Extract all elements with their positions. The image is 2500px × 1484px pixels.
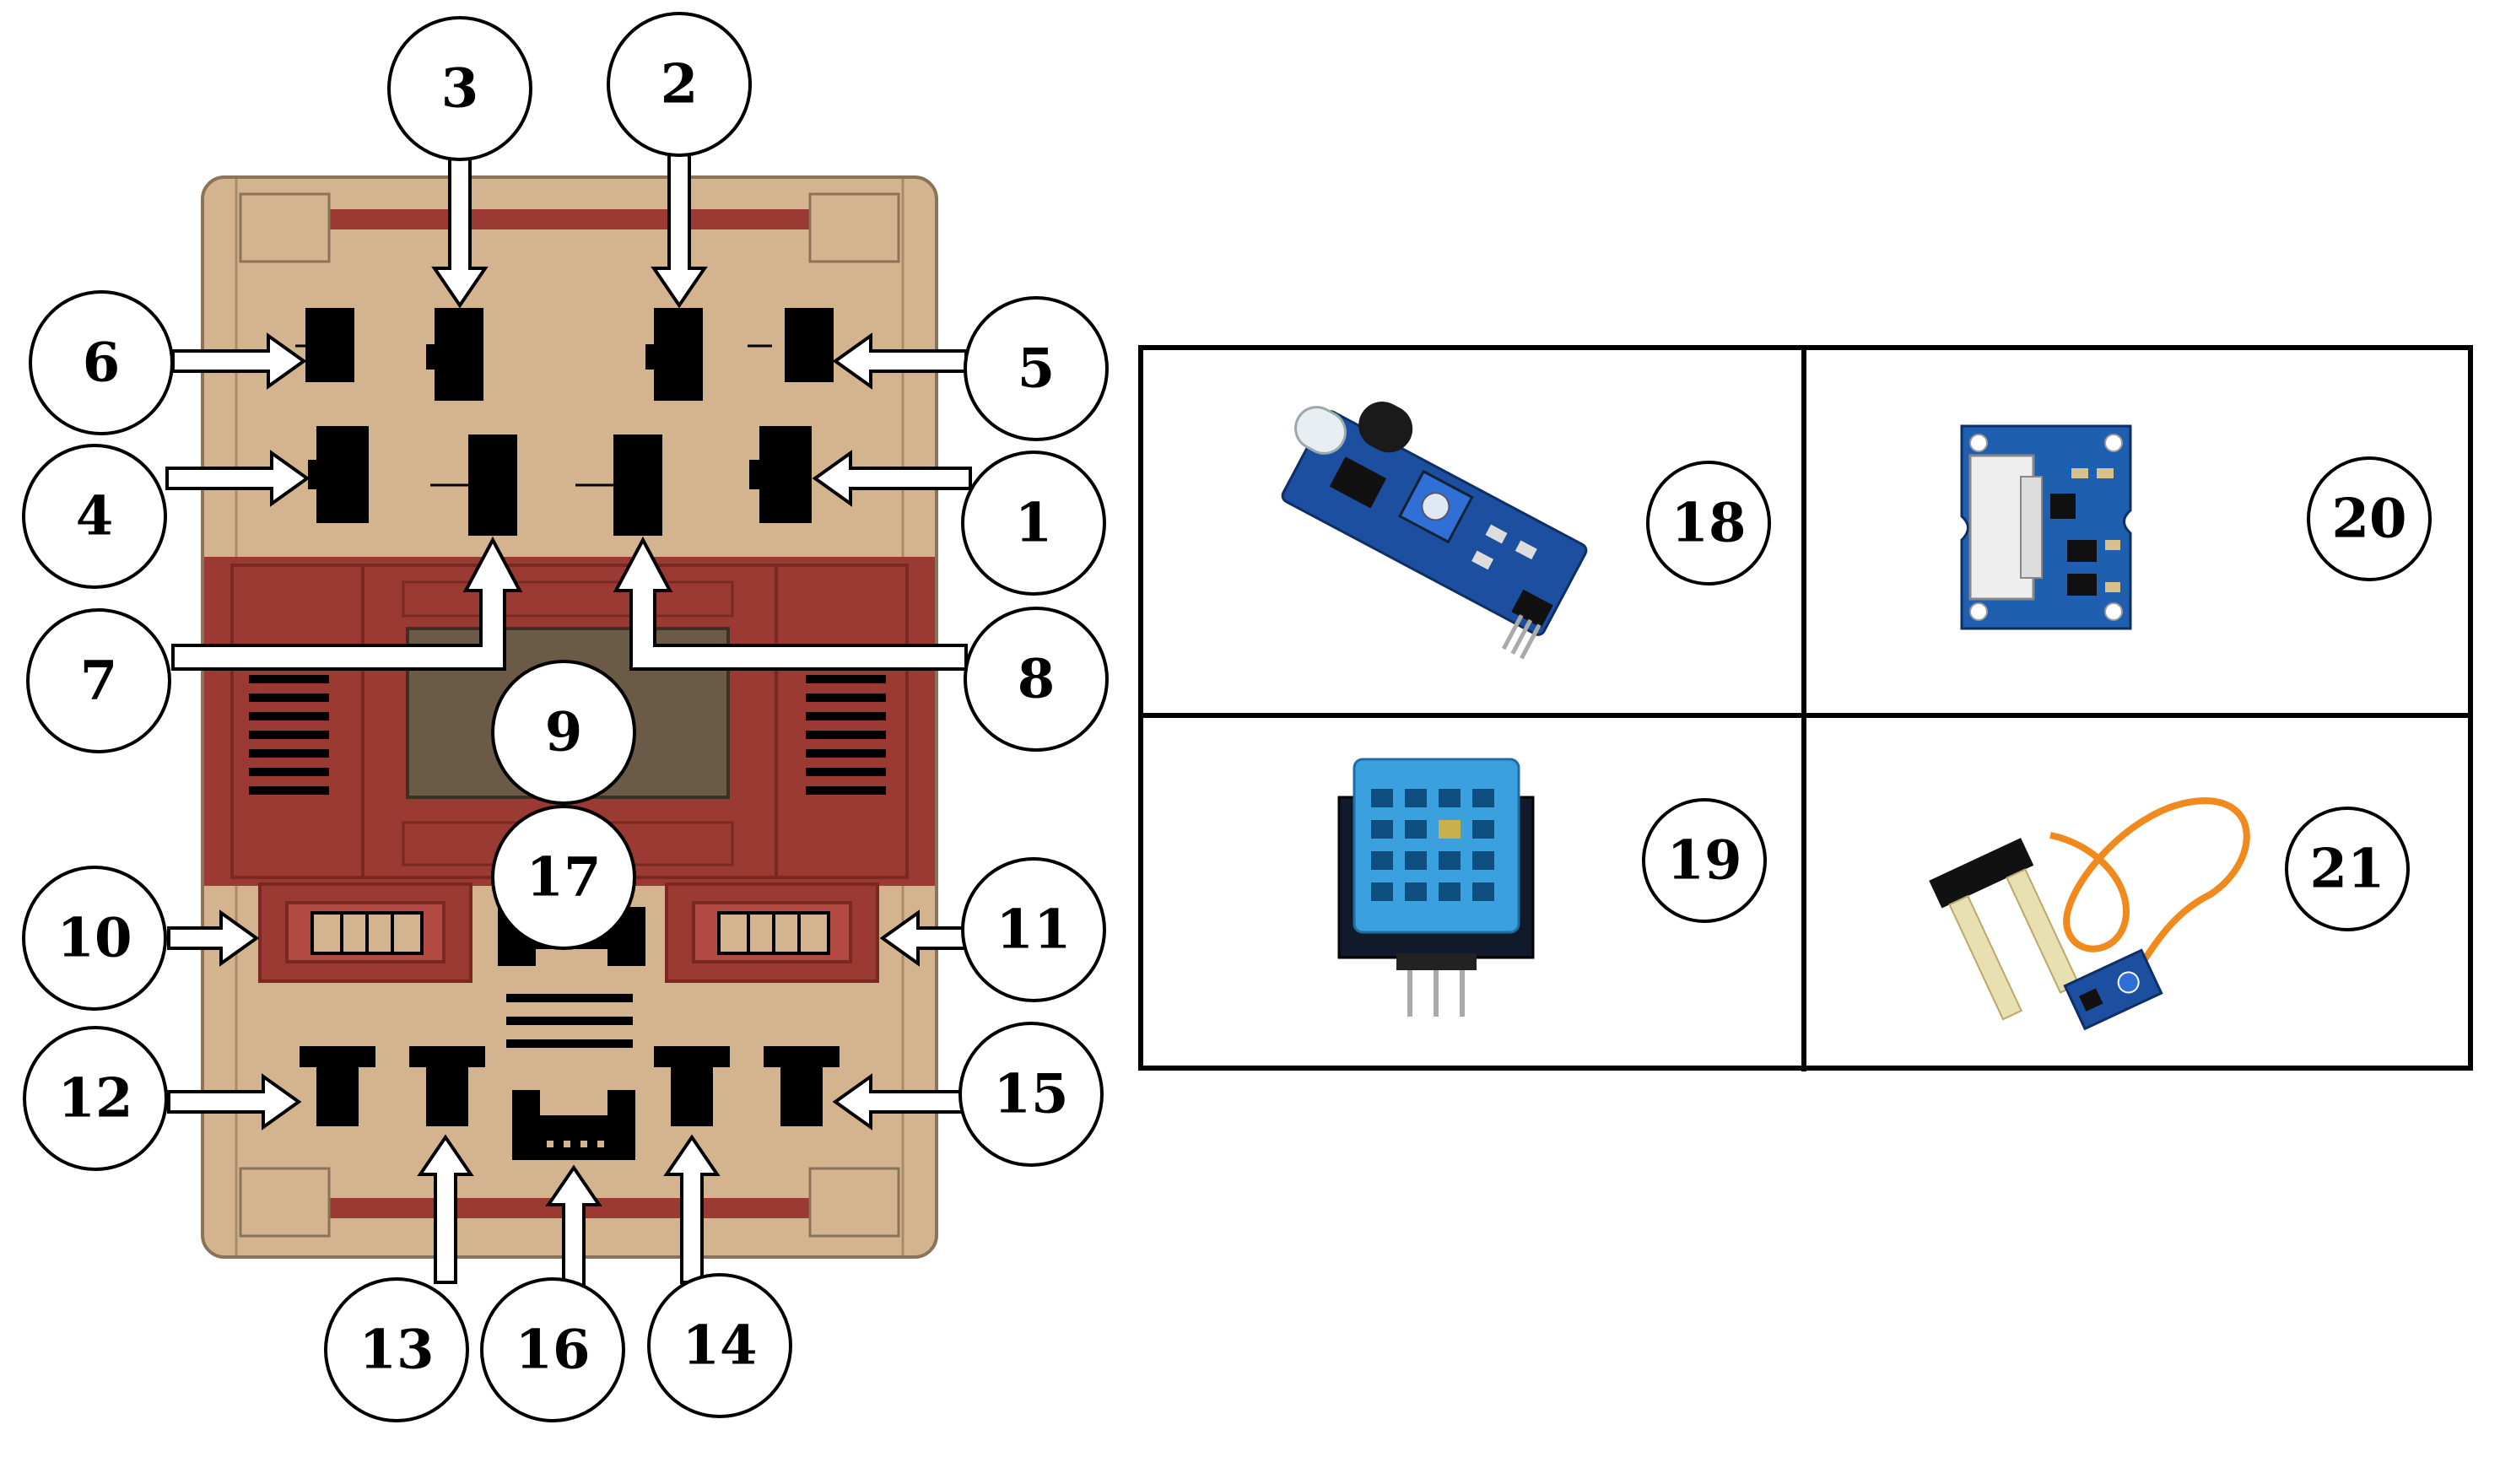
- svg-text:13: 13: [359, 1319, 434, 1382]
- callout-1: 1: [961, 451, 1106, 596]
- callout-4: 4: [22, 444, 167, 589]
- callout-2: 2: [607, 12, 752, 157]
- connector-2: [654, 308, 703, 401]
- arrow-1: [812, 450, 972, 507]
- svg-text:12: 12: [57, 1067, 132, 1131]
- light-sensor-module-icon: [1960, 424, 2132, 630]
- callout-20: 20: [2307, 456, 2432, 581]
- connector-4: [316, 426, 369, 523]
- left-vent: [249, 675, 329, 795]
- connector-6: [305, 308, 354, 382]
- connector-7: [468, 434, 517, 536]
- svg-text:6: 6: [83, 332, 121, 395]
- arrow-2: [651, 150, 708, 309]
- connector-3: [435, 308, 483, 401]
- callout-6: 6: [29, 290, 174, 435]
- callout-16: 16: [480, 1277, 625, 1422]
- svg-text:7: 7: [80, 650, 118, 713]
- callout-14: 14: [647, 1273, 792, 1418]
- connector-13: [409, 1046, 485, 1126]
- arrow-10: [167, 909, 260, 967]
- dht11-sensor-icon: [1337, 758, 1535, 1017]
- connector-12: [300, 1046, 375, 1126]
- callout-13: 13: [324, 1277, 469, 1422]
- arrow-5: [832, 332, 968, 390]
- callout-5: 5: [964, 296, 1109, 441]
- svg-text:2: 2: [661, 53, 699, 116]
- callout-18: 18: [1646, 461, 1771, 586]
- svg-text:20: 20: [2331, 488, 2406, 551]
- callout-12: 12: [23, 1026, 168, 1171]
- arrow-14: [663, 1134, 721, 1284]
- arrow-6: [171, 332, 307, 390]
- svg-text:11: 11: [996, 898, 1071, 962]
- callout-10: 10: [22, 866, 167, 1011]
- callout-21: 21: [2285, 807, 2410, 931]
- callout-9: 9: [491, 660, 636, 805]
- arrow-15: [832, 1073, 968, 1131]
- connector-14: [654, 1046, 730, 1126]
- arrow-13: [417, 1134, 474, 1284]
- arrow-7: [171, 536, 523, 671]
- svg-text:18: 18: [1671, 492, 1746, 555]
- svg-text:8: 8: [1018, 648, 1056, 711]
- svg-text:9: 9: [545, 701, 583, 764]
- callout-7: 7: [26, 608, 171, 753]
- top-rail: [329, 209, 818, 229]
- arrow-12: [167, 1073, 302, 1131]
- callout-11: 11: [961, 857, 1106, 1002]
- ir-obstacle-sensor-icon: [1281, 402, 1588, 660]
- svg-text:21: 21: [2309, 838, 2384, 901]
- svg-text:16: 16: [515, 1319, 590, 1382]
- svg-text:10: 10: [57, 907, 132, 970]
- callout-15: 15: [958, 1022, 1104, 1167]
- svg-text:15: 15: [993, 1063, 1068, 1126]
- right-vent: [806, 675, 886, 795]
- callout-3: 3: [387, 16, 532, 161]
- connector-5: [785, 308, 834, 382]
- svg-text:1: 1: [1015, 492, 1053, 555]
- svg-text:5: 5: [1018, 337, 1056, 401]
- callout-8: 8: [964, 607, 1109, 752]
- callout-19: 19: [1642, 798, 1767, 923]
- connector-15: [764, 1046, 840, 1126]
- svg-text:17: 17: [526, 846, 601, 909]
- svg-text:19: 19: [1666, 829, 1741, 893]
- callout-17: 17: [491, 805, 636, 950]
- arrow-8: [613, 536, 968, 671]
- svg-text:14: 14: [682, 1314, 757, 1378]
- arrow-4: [165, 450, 310, 507]
- svg-text:3: 3: [441, 57, 479, 121]
- soil-moisture-sensor-icon: [1929, 797, 2250, 1031]
- svg-text:4: 4: [76, 485, 114, 548]
- arrow-11: [879, 909, 972, 967]
- arrow-3: [431, 150, 489, 309]
- arrows: [165, 150, 972, 1326]
- connector-16: [512, 1090, 635, 1160]
- connector-1: [759, 426, 812, 523]
- connector-8: [613, 434, 662, 536]
